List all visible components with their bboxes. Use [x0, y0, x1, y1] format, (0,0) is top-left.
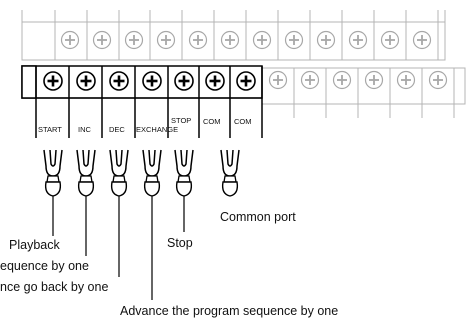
- inc-fork-lug: [76, 149, 96, 197]
- upper-screw-icon: [316, 30, 336, 50]
- lower-grey-screw-icon: [268, 70, 288, 90]
- exchange-fork-lug: [142, 149, 162, 197]
- upper-screw-icon: [252, 30, 272, 50]
- inc-screw-icon: [75, 70, 97, 92]
- com-fork-lug: [220, 149, 240, 197]
- upper-screw-icon: [124, 30, 144, 50]
- start-screw-icon: [42, 70, 64, 92]
- callout-advance-one: equence by one: [0, 259, 89, 273]
- upper-screw-icon: [156, 30, 176, 50]
- stop-fork-lug: [174, 149, 194, 197]
- highlighted-terminal-block: START INC DEC EXCHANGE STOP COM COM: [21, 65, 263, 138]
- lower-terminal-block-grey: [261, 67, 466, 118]
- callout-advance-program: Advance the program sequence by one: [120, 304, 339, 318]
- upper-screw-icon: [60, 30, 80, 50]
- lower-grey-screw-icon: [332, 70, 352, 90]
- label-com-2: COM: [234, 117, 252, 126]
- lower-grey-screw-icon: [428, 70, 448, 90]
- upper-screw-icon: [380, 30, 400, 50]
- upper-screw-icon: [348, 30, 368, 50]
- com2-screw-icon: [235, 70, 257, 92]
- exchange-screw-icon: [141, 70, 163, 92]
- upper-terminal-block: [21, 10, 446, 61]
- label-dec: DEC: [109, 125, 125, 134]
- label-stop: STOP: [171, 116, 191, 125]
- upper-dividers: [54, 10, 439, 60]
- callout-common-port: Common port: [220, 210, 296, 224]
- upper-screw-icon: [220, 30, 240, 50]
- com1-screw-icon: [204, 70, 226, 92]
- callout-stop: Stop: [167, 236, 193, 250]
- lower-grey-screw-icon: [300, 70, 320, 90]
- lower-grey-screw-icon: [364, 70, 384, 90]
- upper-screw-icon: [284, 30, 304, 50]
- dec-fork-lug: [109, 149, 129, 197]
- upper-screw-icon: [92, 30, 112, 50]
- stop-screw-icon: [173, 70, 195, 92]
- lower-grey-screw-icon: [396, 70, 416, 90]
- wiring: [43, 149, 240, 300]
- upper-screw-icon: [188, 30, 208, 50]
- label-inc: INC: [78, 125, 92, 134]
- start-fork-lug: [43, 149, 63, 197]
- dec-screw-icon: [108, 70, 130, 92]
- label-start: START: [38, 125, 62, 134]
- label-exchange: EXCHANGE: [136, 125, 178, 134]
- label-com-1: COM: [203, 117, 221, 126]
- upper-screw-icon: [412, 30, 432, 50]
- callout-playback: Playback: [9, 238, 60, 252]
- callout-go-back: nce go back by one: [0, 280, 109, 294]
